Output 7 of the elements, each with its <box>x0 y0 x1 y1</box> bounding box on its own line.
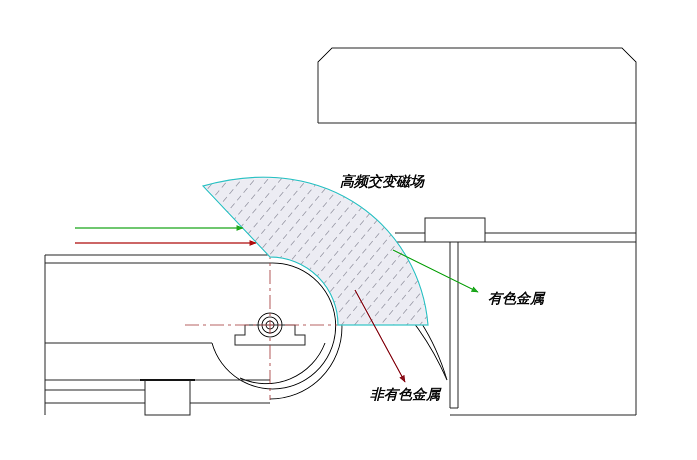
arrow <box>75 225 244 231</box>
output-label: 非有色金属 <box>370 386 440 404</box>
arrow <box>354 290 406 383</box>
arrow <box>75 240 257 246</box>
field-label: 高频交变磁场 <box>340 173 424 191</box>
arrow <box>392 249 479 293</box>
output-label: 有色金属 <box>488 290 544 308</box>
